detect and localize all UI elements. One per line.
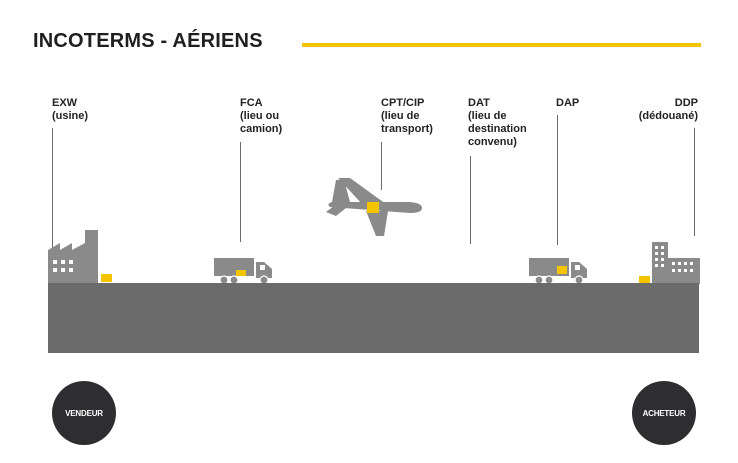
term-detail: (lieu de <box>468 110 507 122</box>
buyer-badge: ACHETEUR <box>632 381 696 445</box>
term-detail: (lieu de <box>381 110 420 122</box>
title-rule <box>302 43 701 47</box>
seller-label: VENDEUR <box>65 408 103 418</box>
term-detail: destination <box>468 123 527 135</box>
term-detail: (usine) <box>52 110 89 122</box>
term-exw: EXW (usine) <box>52 97 88 123</box>
leader-line-fca <box>240 142 241 242</box>
airplane-icon <box>326 178 422 236</box>
leader-line-exw <box>52 128 53 252</box>
term-code: DAP <box>556 97 580 109</box>
buyer-label: ACHETEUR <box>642 408 686 418</box>
seller-badge: VENDEUR <box>52 381 116 445</box>
term-cpt-cip: CPT/CIP (lieu de transport) <box>381 97 433 136</box>
leader-line-cpt-cip <box>381 142 382 190</box>
term-dap: DAP <box>556 97 579 110</box>
term-code: DAT <box>468 97 490 109</box>
factory-icon <box>48 230 112 284</box>
term-fca: FCA (lieu ou camion) <box>240 97 282 136</box>
truck-icon <box>214 258 272 285</box>
term-dat: DAT (lieu de destination convenu) <box>468 97 527 149</box>
term-detail: (lieu ou <box>240 110 280 122</box>
term-code: CPT/CIP <box>381 97 425 109</box>
ground-band <box>48 283 699 353</box>
term-ddp: DDP (dédouané) <box>639 97 698 123</box>
leader-line-dat <box>470 156 471 244</box>
truck-icon <box>529 258 587 285</box>
term-code: DDP <box>674 97 698 109</box>
term-detail: transport) <box>381 123 433 135</box>
term-detail: camion) <box>240 123 283 135</box>
page-title: INCOTERMS - AÉRIENS <box>33 30 263 52</box>
leader-line-dap <box>557 115 558 245</box>
term-code: FCA <box>240 97 263 109</box>
leader-line-ddp <box>694 128 695 236</box>
term-code: EXW <box>52 97 78 109</box>
term-detail: convenu) <box>468 136 517 148</box>
buildings-icon <box>639 242 700 284</box>
term-detail: (dédouané) <box>638 110 698 122</box>
